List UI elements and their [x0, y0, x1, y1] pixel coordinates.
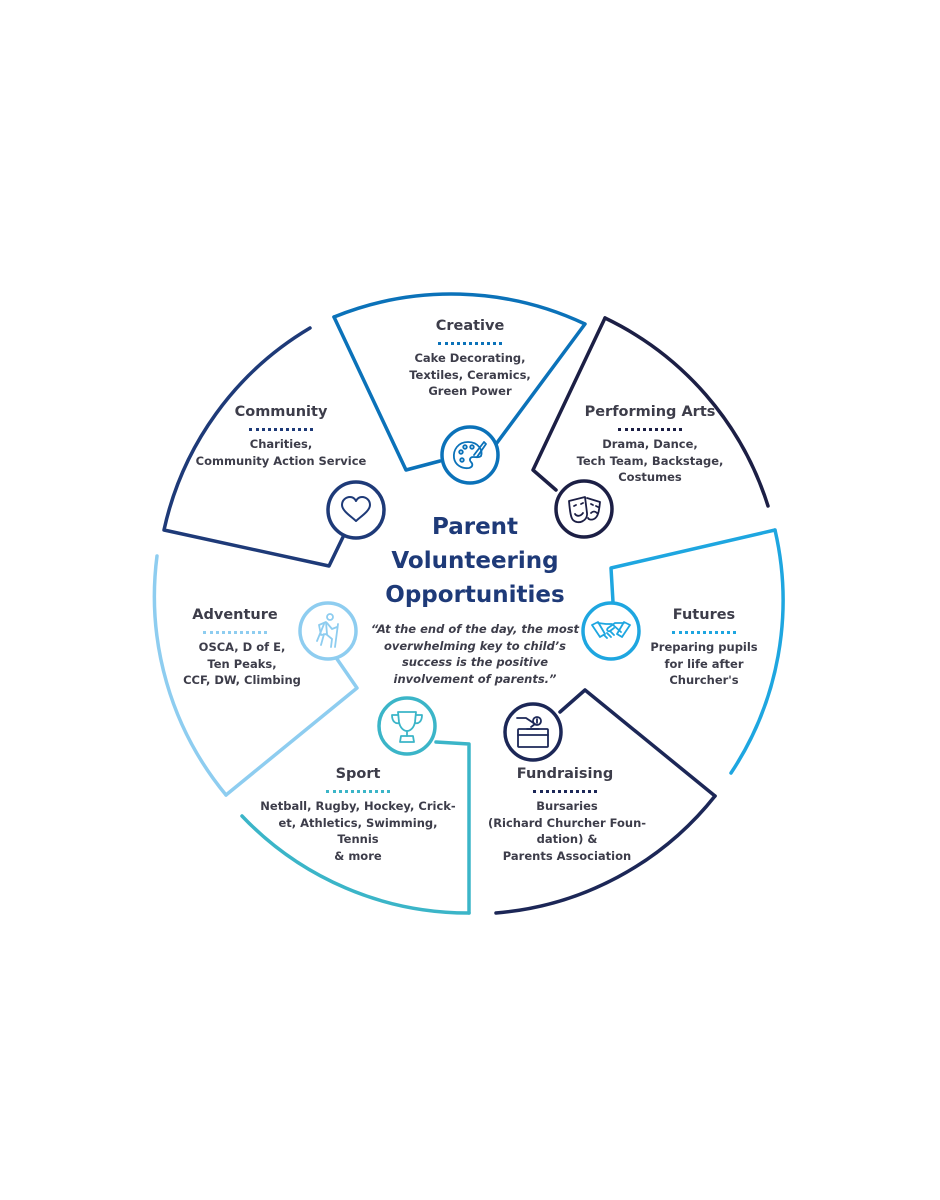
segment-performing-arts-outline [531, 316, 770, 508]
adventure-title: Adventure [192, 607, 278, 623]
community-description: Charities, Community Action Service [195, 437, 367, 468]
performing-arts-title: Performing Arts [584, 404, 716, 420]
segment-creative-outline [332, 292, 587, 472]
theatre-masks-icon [554, 479, 614, 539]
fundraising-description: Bursaries (Richard Churcher Foun- dation… [487, 799, 647, 863]
hiker-icon [298, 601, 358, 661]
diagram-title: Parent Volunteering Opportunities [385, 514, 565, 608]
creative-dotted-rule [438, 342, 502, 345]
futures-dotted-rule [672, 631, 736, 634]
segment-adventure-outline [152, 554, 359, 797]
creative-description: Cake Decorating, Textiles, Ceramics, Gre… [409, 351, 531, 398]
segment-community-outline [162, 326, 345, 568]
futures-description: Preparing pupils for life after Churcher… [650, 640, 758, 687]
community-dotted-rule [249, 428, 313, 431]
performing-arts-dotted-rule [618, 428, 682, 431]
sport-title: Sport [335, 766, 381, 782]
segment-futures-outline [609, 528, 785, 775]
sport-description: Netball, Rugby, Hockey, Crick- et, Athle… [260, 799, 456, 863]
trophy-icon [377, 696, 437, 756]
performing-arts-description: Drama, Dance, Tech Team, Backstage, Cost… [576, 437, 724, 484]
center-quote: “At the end of the day, the most overwhe… [370, 622, 580, 686]
adventure-dotted-rule [203, 631, 267, 634]
heart-icon [326, 480, 386, 540]
donation-box-icon [503, 702, 563, 762]
fundraising-title: Fundraising [516, 766, 614, 782]
segment-sport-outline [240, 740, 471, 915]
creative-title: Creative [435, 318, 505, 334]
fundraising-dotted-rule [533, 790, 597, 793]
futures-title: Futures [672, 607, 736, 623]
palette-icon [440, 425, 500, 485]
adventure-description: OSCA, D of E, Ten Peaks, CCF, DW, Climbi… [183, 640, 301, 687]
sport-dotted-rule [326, 790, 390, 793]
segment-fundraising-outline [494, 688, 717, 915]
handshake-icon [581, 601, 641, 661]
community-title: Community [234, 404, 328, 420]
